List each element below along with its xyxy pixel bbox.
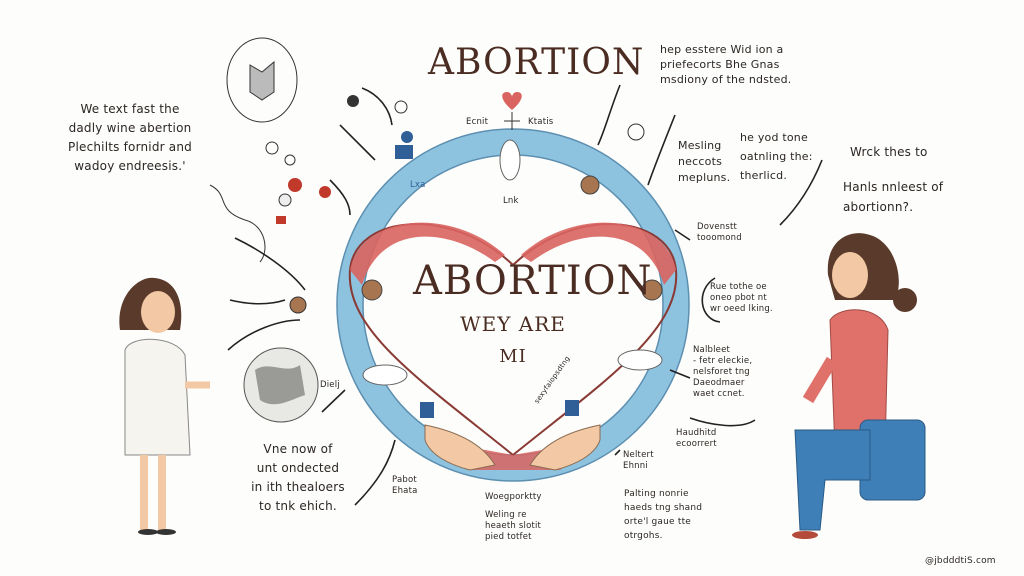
note-nalbleet: Nalbleet - fetr eleckie, nelsforet tng D…	[693, 345, 753, 399]
note-woeg: Woegporktty	[485, 492, 542, 502]
note-pabot: Pabot Ehata	[392, 475, 418, 496]
right-hand	[529, 424, 601, 471]
doctor-figure	[119, 277, 210, 535]
left-hand	[424, 424, 496, 471]
heart-label-left: Ecnit	[466, 117, 489, 127]
center-title: ABORTION	[413, 258, 653, 304]
seated-woman-figure	[792, 233, 926, 539]
note-haudhitd: Haudhitd ecoorrert	[676, 428, 717, 449]
note-mesling: Mesling neccots mepluns.	[678, 139, 731, 184]
note-vne-now: Vne now of unt ondected in ith thealoers…	[251, 442, 345, 513]
top-title: ABORTION	[428, 42, 645, 83]
note-yod-tone: he yod tone oatnling the: therlicd.	[740, 131, 813, 182]
note-rue: Rue tothe oe oneo pbot nt wr oeed lking.	[710, 282, 773, 314]
center-line-2: MI	[499, 346, 527, 367]
center-line-1: WEY ARE	[460, 312, 566, 336]
note-wrck: Wrck thes to	[850, 145, 928, 159]
ring-label-top: Lxa	[410, 180, 426, 190]
ring	[337, 129, 689, 481]
heart-shape	[348, 223, 678, 457]
note-dovenstt: Dovenstt tooomond	[697, 222, 742, 243]
note-neltert: Neltert Ehnni	[623, 450, 654, 471]
heart-label-right: Ktatis	[528, 117, 554, 127]
note-weling: Weling re heaeth slotit pied totfet	[485, 510, 542, 542]
note-palting: Palting nonrie haeds tng shand orte'l ga…	[624, 489, 703, 541]
ring-label-small: Lnk	[503, 196, 519, 206]
watermark: @jbdddtiS.com	[925, 556, 996, 566]
note-dielj: Dielj	[320, 380, 340, 390]
heart-icon	[502, 92, 522, 110]
note-hanls: Hanls nnleest of abortionn?.	[843, 180, 944, 214]
note-top-right: hep esstere Wid ion a priefecorts Bhe Gn…	[660, 43, 792, 86]
note-left-top: We text fast the dadly wine abertion Ple…	[68, 102, 192, 173]
